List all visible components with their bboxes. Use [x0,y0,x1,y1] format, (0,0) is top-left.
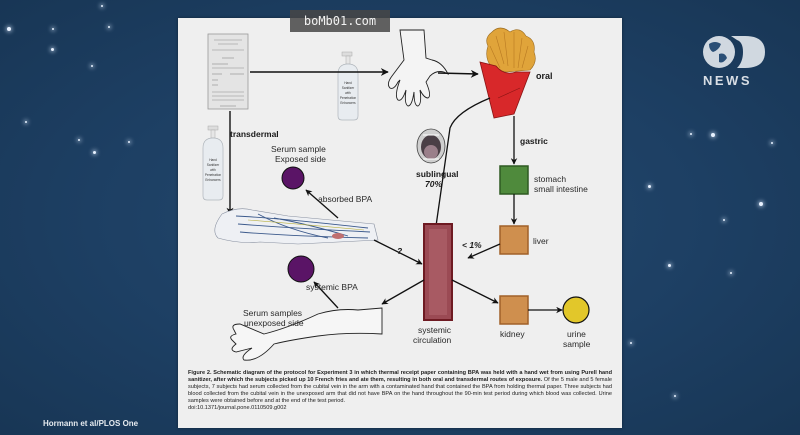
label-sample: sample [563,339,591,349]
label-gastric: gastric [520,136,548,146]
caption-body: Of the 5 male and 5 female subjects, 7 s… [188,377,613,404]
kidney-box [499,295,529,325]
label-systemic-bpa: systemic BPA [306,282,358,292]
figure-caption: Figure 2. Schematic diagram of the proto… [188,370,612,412]
label-less-than-1-percent: < 1% [462,240,482,250]
label-small-intestine: small intestine [534,184,588,194]
discovery-news-globe-icon [703,36,765,68]
arrow-absorbed-bpa [305,189,339,219]
liver-box [499,225,529,255]
svg-text:Hand: Hand [209,158,217,162]
stomach-box [499,165,529,195]
svg-text:Hand: Hand [344,81,352,85]
serum-exposed-circle [281,166,305,190]
svg-text:Penetration: Penetration [340,96,357,100]
label-unexposed-side: unexposed side [244,318,304,328]
svg-text:Penetration: Penetration [205,173,222,177]
svg-text:Enhancers: Enhancers [340,101,356,105]
label-kidney: kidney [500,329,525,339]
svg-text:with: with [345,91,351,95]
label-question: ? [397,246,403,256]
arrow-fries-to-systemic [431,97,491,241]
arm-outline-icon [230,307,383,361]
arrow-hand-to-fries [437,69,479,78]
label-absorbed-bpa: absorbed BPA [318,194,373,204]
arrow-systemic-bpa [313,281,339,309]
label-liver: liver [533,236,549,246]
svg-text:Enhancers: Enhancers [205,178,221,182]
french-fries-icon [479,27,536,119]
label-serum-sample: Serum sample [271,144,326,154]
label-sublingual: sublingual [416,169,459,179]
hand-icon [387,29,450,107]
label-stomach: stomach [534,174,567,184]
serum-unexposed-circle [287,255,315,283]
arrow-systemic-to-arm [381,279,425,305]
label-oral: oral [536,71,553,81]
label-circulation: circulation [413,335,452,345]
label-serum-samples: Serum samples [243,308,303,318]
logo-news-text: NEWS [703,73,752,88]
label-sublingual-percent: 70% [425,179,443,189]
open-mouth-icon [416,128,446,164]
svg-text:Sanitizer: Sanitizer [207,163,220,167]
arm-veins-icon [214,208,379,245]
caption-title: Figure 2. Schematic diagram of the proto… [188,370,612,383]
arrow-systemic-to-kidney [451,279,499,304]
caption-doi[interactable]: doi:10.1371/journal.pone.0110509.g002 [188,405,287,411]
thermal-receipt-icon [207,33,249,110]
watermark: boMb01.com [290,10,390,32]
arrow-liver-to-systemic [467,243,501,259]
label-exposed-side: Exposed side [275,154,327,164]
label-urine: urine [567,329,586,339]
label-transdermal: transdermal [230,129,279,139]
label-systemic: systemic [418,325,452,335]
svg-text:with: with [210,168,216,172]
arrow-arm-to-systemic [373,239,423,265]
urine-sample-circle [562,296,590,324]
svg-text:Sanitizer: Sanitizer [342,86,355,90]
image-credit: Hormann et al/PLOS One [43,419,139,428]
